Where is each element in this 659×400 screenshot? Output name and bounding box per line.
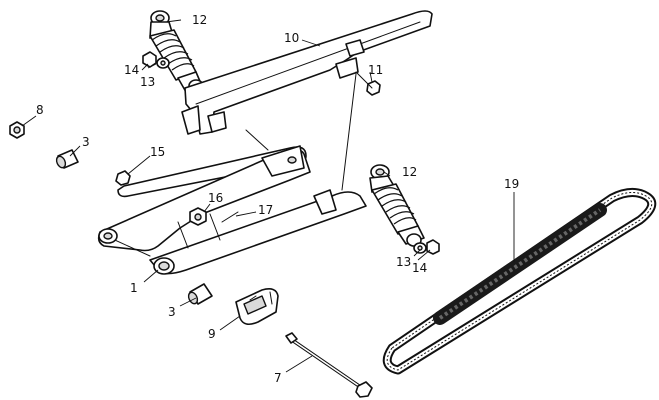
label-13-lower: 13 xyxy=(396,255,411,269)
leader-lines xyxy=(21,19,515,373)
label-10: 10 xyxy=(284,31,299,45)
part-10-chain-guard xyxy=(181,10,433,135)
label-1: 1 xyxy=(130,281,138,295)
assembly-guide-line-11 xyxy=(341,73,357,191)
label-14-lower: 14 xyxy=(412,261,427,275)
part-17-pin xyxy=(221,211,239,223)
part-number-labels: 12 10 14 13 11 8 3 15 16 17 12 13 14 19 … xyxy=(36,13,519,385)
part-7-axle xyxy=(285,332,373,398)
part-12-shock-absorber-lower xyxy=(369,164,425,247)
part-1-swing-arm xyxy=(97,145,367,275)
label-14-upper: 14 xyxy=(124,63,139,77)
label-3-lower: 3 xyxy=(168,305,176,319)
label-8: 8 xyxy=(36,103,44,117)
part-3-bushing-upper xyxy=(55,149,79,169)
label-13-upper: 13 xyxy=(140,75,155,89)
part-9-chain-slider xyxy=(235,288,279,326)
label-17: 17 xyxy=(258,203,273,217)
part-3-bushing-lower xyxy=(187,283,213,305)
part-13-14-washers-lower xyxy=(413,239,440,255)
part-19-drive-chain xyxy=(382,188,657,375)
part-13-14-washers-upper xyxy=(142,51,170,69)
label-16: 16 xyxy=(208,191,223,205)
label-7: 7 xyxy=(274,371,282,385)
label-12-lower: 12 xyxy=(402,165,417,179)
label-15: 15 xyxy=(150,145,165,159)
part-16-nut xyxy=(189,207,207,226)
label-9: 9 xyxy=(208,327,216,341)
part-8-nut xyxy=(9,121,25,139)
label-11: 11 xyxy=(368,63,383,77)
part-11-bolt xyxy=(355,71,381,96)
assembly-guide-line-10 xyxy=(245,129,269,151)
label-12-upper: 12 xyxy=(192,13,207,27)
label-19: 19 xyxy=(504,177,519,191)
label-3-upper: 3 xyxy=(82,135,90,149)
